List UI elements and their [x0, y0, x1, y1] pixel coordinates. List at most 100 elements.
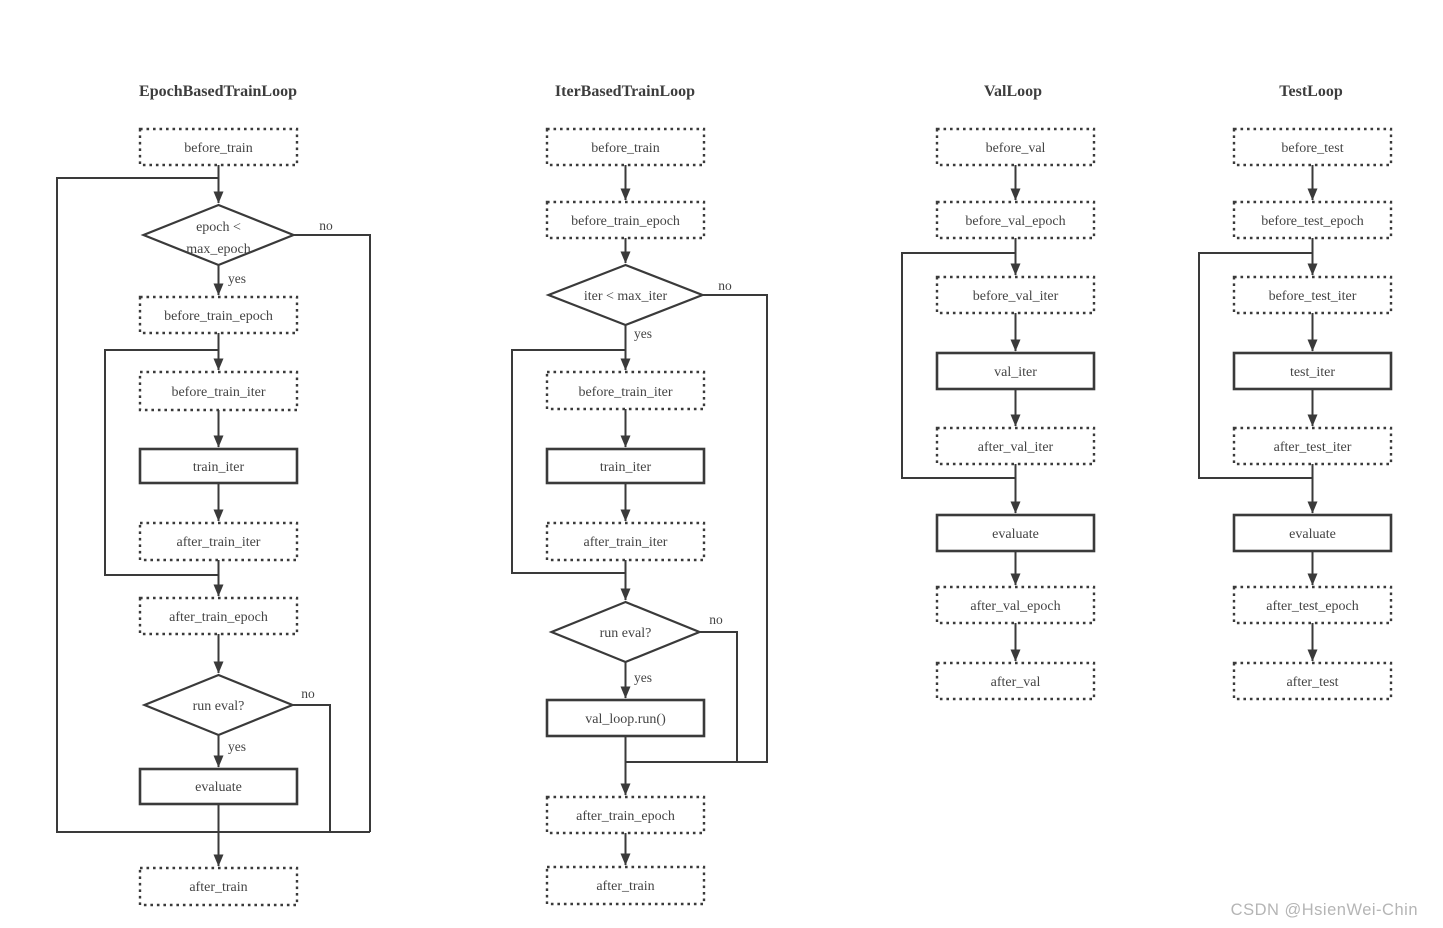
loop-connector	[901, 252, 1016, 479]
node-label: evaluate	[1289, 527, 1336, 542]
node-label: after_train_epoch	[576, 809, 675, 824]
node-label: evaluate	[992, 527, 1039, 542]
inner-loop-connector	[104, 349, 219, 576]
decision-run-eval	[548, 600, 703, 664]
decision-label-line2: max_epoch	[186, 242, 251, 257]
chart-title: IterBasedTrainLoop	[555, 83, 695, 100]
decision-iter-check	[545, 263, 706, 327]
node-before-val-iter	[935, 275, 1096, 315]
node-train-iter	[138, 447, 299, 485]
chart-test-loop: TestLoop before_test before_test_epoch b…	[1198, 83, 1393, 701]
node-label: before_train	[591, 141, 659, 156]
node-label: after_train_epoch	[169, 610, 268, 625]
node-label: after_train	[189, 880, 247, 895]
node-label: after_test	[1286, 675, 1338, 690]
branch-label-yes: yes	[634, 326, 652, 341]
node-label: before_test_iter	[1269, 289, 1357, 304]
decision-label-line1: epoch <	[196, 220, 241, 235]
node-before-test	[1232, 127, 1393, 167]
decision-run-eval	[141, 673, 296, 737]
node-before-train-iter	[545, 370, 706, 411]
no-branch-connector	[625, 294, 768, 763]
node-before-test-iter	[1232, 275, 1393, 315]
node-label: after_train_iter	[584, 535, 668, 550]
node-before-train	[545, 127, 706, 167]
inner-loop-connector	[511, 349, 626, 574]
node-before-train-epoch	[138, 295, 299, 335]
node-before-train-epoch	[545, 200, 706, 240]
node-after-test-iter	[1232, 426, 1393, 466]
node-after-test	[1232, 661, 1393, 701]
branch-label-no: no	[319, 218, 333, 233]
node-before-train	[138, 127, 299, 167]
decision-label: run eval?	[193, 699, 245, 714]
csdn-watermark: CSDN @HsienWei-Chin	[1230, 901, 1418, 919]
no-branch-connector	[293, 234, 371, 832]
node-evaluate	[138, 767, 299, 806]
no-branch-connector	[292, 704, 331, 832]
decision-label: iter < max_iter	[584, 289, 668, 304]
node-evaluate	[1232, 513, 1393, 553]
node-before-val	[935, 127, 1096, 167]
node-before-val-epoch	[935, 200, 1096, 240]
node-test-iter	[1232, 351, 1393, 391]
node-after-val	[935, 661, 1096, 701]
node-after-train-iter	[545, 521, 706, 562]
branch-label-no: no	[718, 278, 732, 293]
node-val-loop-run	[545, 698, 706, 738]
node-label: before_train_epoch	[571, 214, 680, 229]
node-after-val-iter	[935, 426, 1096, 466]
node-label: before_val	[986, 141, 1046, 156]
node-label: after_val_epoch	[970, 599, 1060, 614]
node-label: train_iter	[600, 460, 652, 475]
node-label: train_iter	[193, 460, 245, 475]
node-val-iter	[935, 351, 1096, 391]
node-label: val_loop.run()	[585, 712, 666, 727]
loop-connector	[1198, 252, 1313, 479]
node-label: before_train	[184, 141, 252, 156]
node-after-train-iter	[138, 521, 299, 562]
node-label: after_val_iter	[978, 440, 1054, 455]
decision-epoch-check	[140, 203, 297, 267]
node-train-iter	[545, 447, 706, 485]
node-label: test_iter	[1290, 365, 1335, 380]
node-label: before_test_epoch	[1261, 214, 1364, 229]
node-before-test-epoch	[1232, 200, 1393, 240]
node-label: after_test_epoch	[1266, 599, 1359, 614]
decision-label: run eval?	[600, 626, 652, 641]
no-branch-connector	[699, 631, 738, 762]
node-after-train	[138, 866, 299, 907]
node-label: before_val_iter	[973, 289, 1059, 304]
node-label: after_train	[596, 879, 654, 894]
node-after-train	[545, 865, 706, 906]
outer-loop-connector	[56, 177, 370, 833]
node-after-val-epoch	[935, 585, 1096, 625]
node-label: before_val_epoch	[965, 214, 1065, 229]
node-after-train-epoch	[545, 795, 706, 835]
chart-epoch-based-train-loop: EpochBasedTrainLoop before_train epoch <…	[56, 83, 371, 907]
node-evaluate	[935, 513, 1096, 553]
chart-val-loop: ValLoop before_val before_val_epoch befo…	[901, 83, 1096, 701]
node-label: after_val	[991, 675, 1041, 690]
node-label: val_iter	[994, 365, 1037, 380]
node-label: before_train_epoch	[164, 309, 273, 324]
branch-label-no: no	[709, 612, 723, 627]
node-label: before_test	[1281, 141, 1343, 156]
chart-title: TestLoop	[1279, 83, 1343, 100]
branch-label-yes: yes	[634, 670, 652, 685]
branch-label-yes: yes	[228, 271, 246, 286]
chart-title: EpochBasedTrainLoop	[139, 83, 297, 100]
node-label: after_test_iter	[1274, 440, 1352, 455]
branch-label-yes: yes	[228, 739, 246, 754]
node-after-test-epoch	[1232, 585, 1393, 625]
node-label: before_train_iter	[578, 385, 672, 400]
node-after-train-epoch	[138, 596, 299, 636]
node-label: evaluate	[195, 780, 242, 795]
node-label: before_train_iter	[171, 385, 265, 400]
branch-label-no: no	[301, 686, 315, 701]
chart-iter-based-train-loop: IterBasedTrainLoop before_train before_t…	[511, 83, 768, 906]
chart-title: ValLoop	[984, 83, 1042, 100]
node-label: after_train_iter	[177, 535, 261, 550]
